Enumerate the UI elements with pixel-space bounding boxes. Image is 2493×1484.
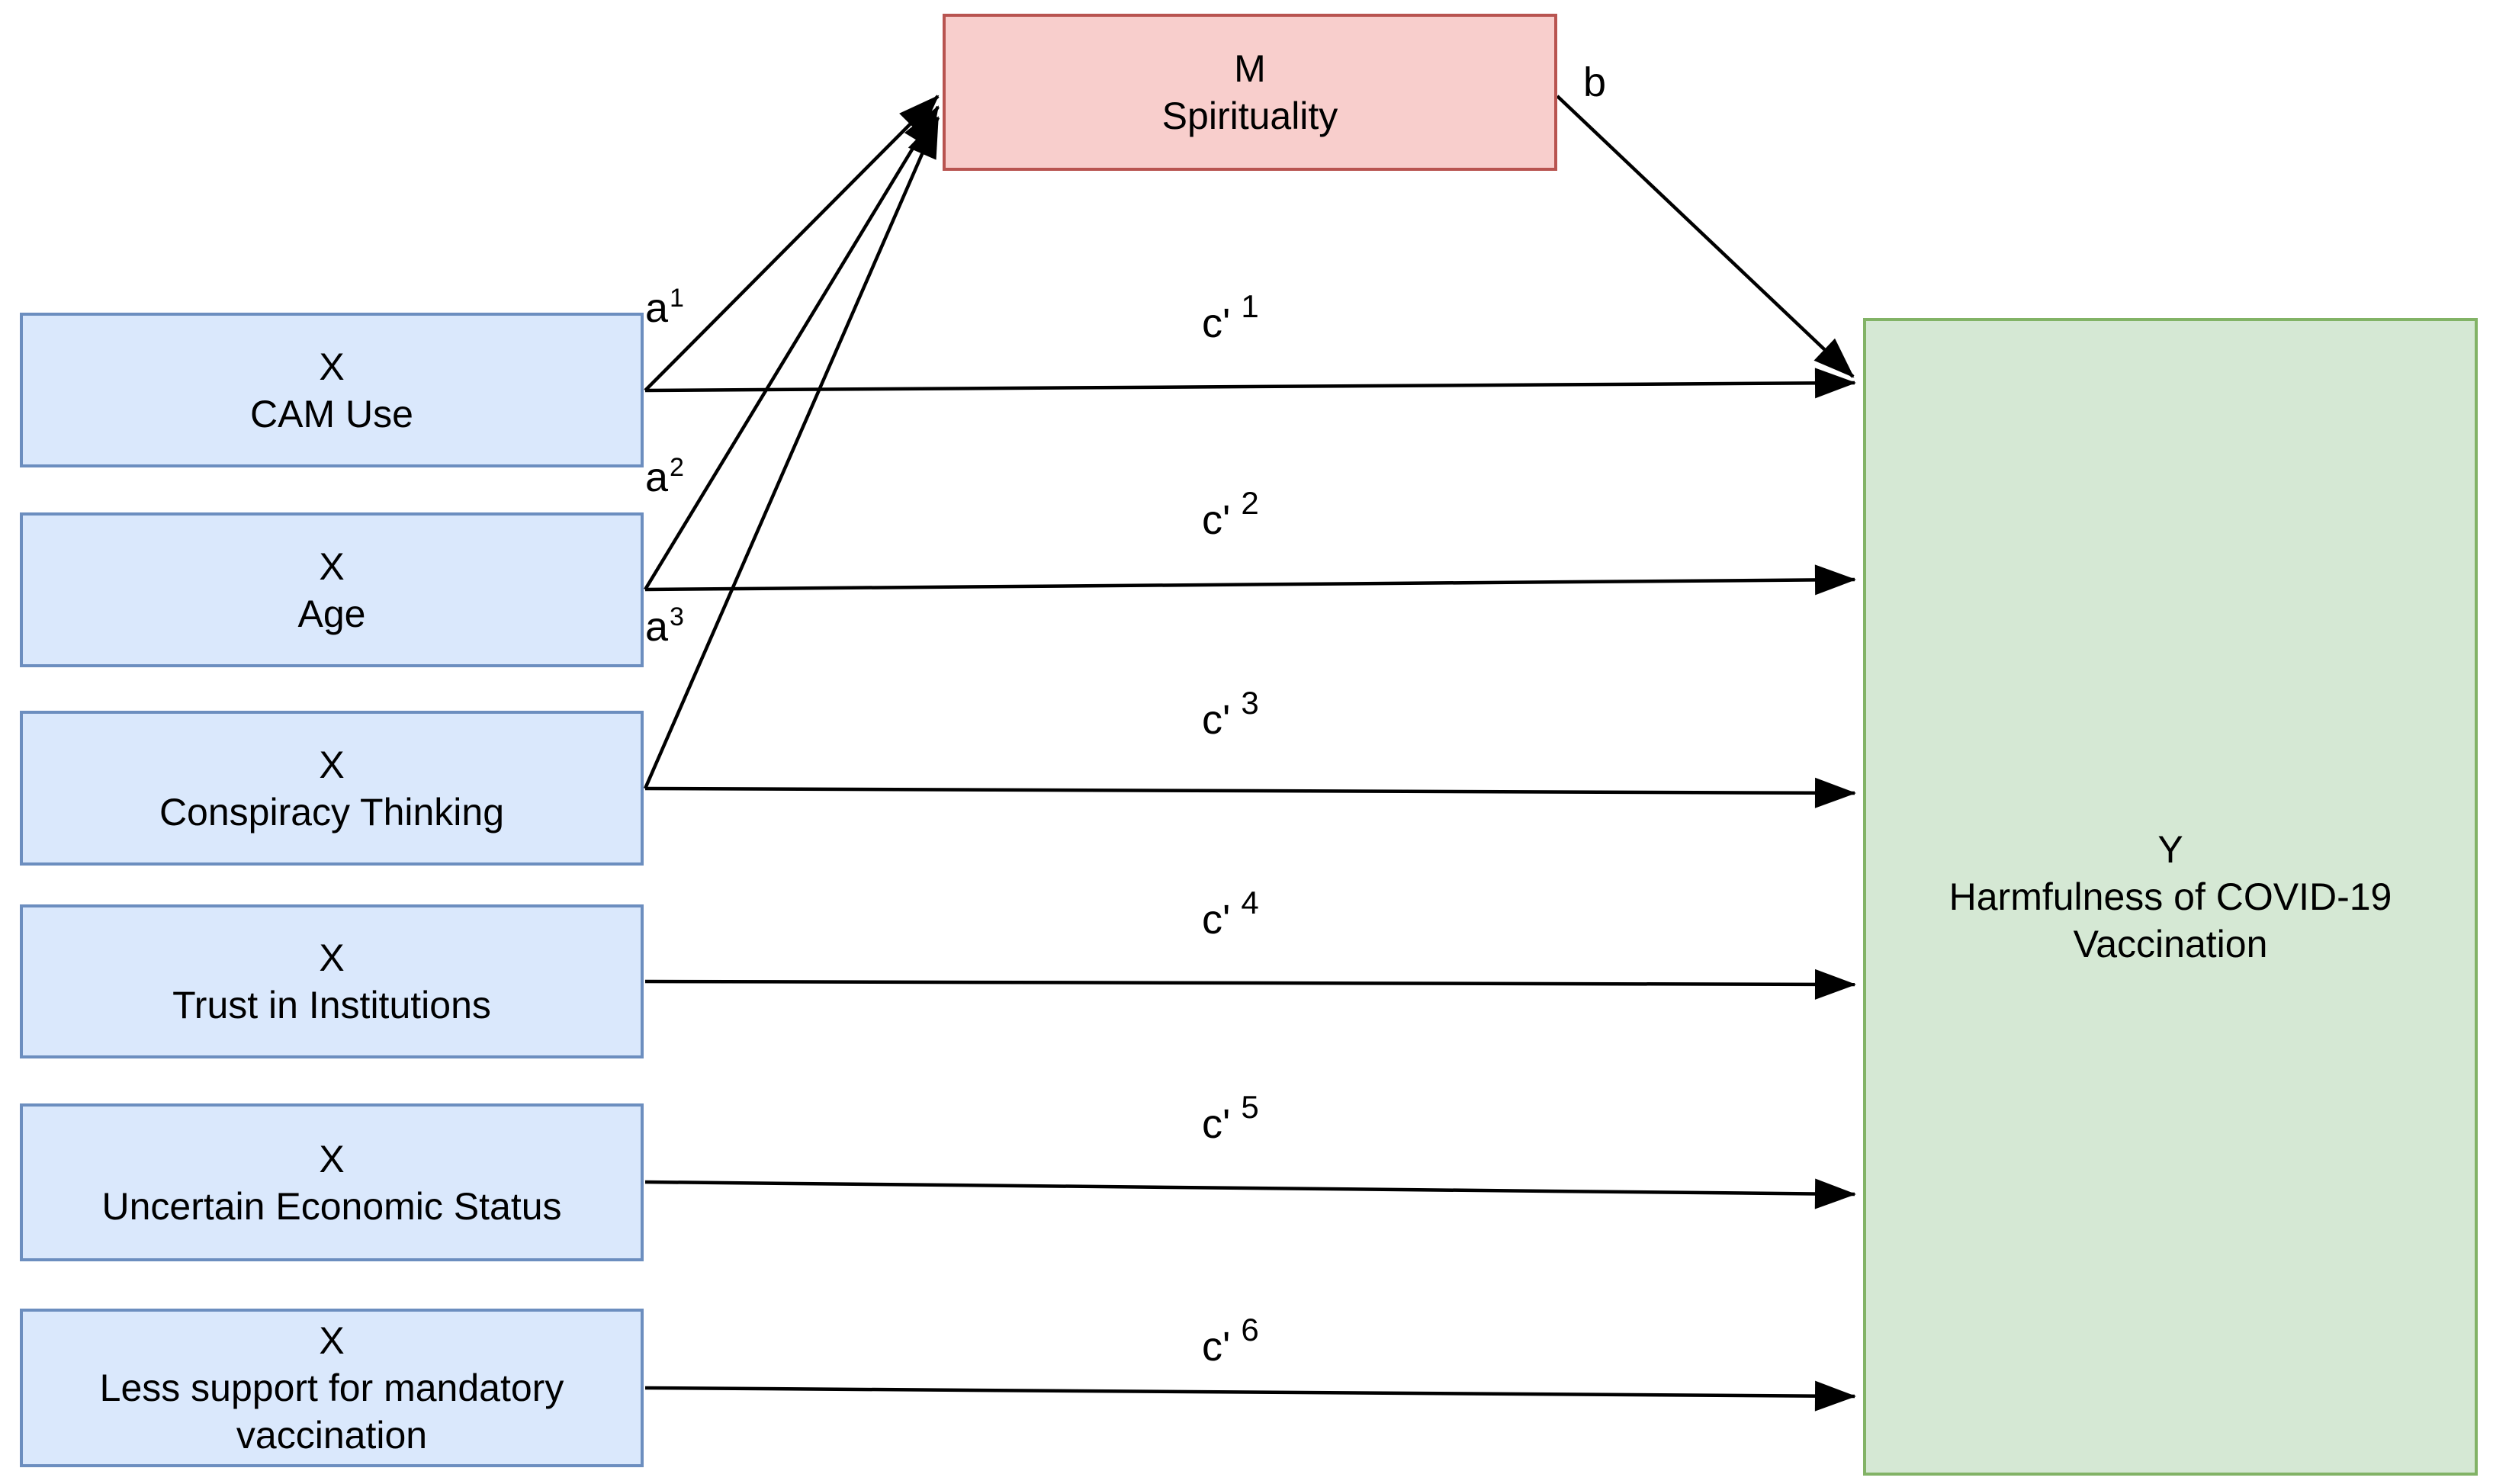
arrow-c6 bbox=[644, 1380, 1856, 1412]
node-letter: X bbox=[319, 743, 345, 786]
node-letter: X bbox=[319, 544, 345, 588]
arrow-c2 bbox=[644, 564, 1856, 596]
path-label-c1: c' 1 bbox=[1202, 288, 1259, 348]
arrow-a2 bbox=[644, 105, 940, 591]
path-label-a1: a1 bbox=[645, 284, 684, 335]
arrow-a1 bbox=[644, 95, 940, 392]
path-label-superscript: 4 bbox=[1241, 885, 1259, 920]
path-label-superscript: 1 bbox=[670, 284, 684, 313]
path-label-base: b bbox=[1583, 59, 1607, 105]
path-label-c2: c' 2 bbox=[1202, 485, 1259, 544]
node-label: Less support for mandatory bbox=[99, 1367, 564, 1409]
path-label-b: b bbox=[1583, 61, 1606, 104]
path-label-base: c' bbox=[1202, 897, 1231, 943]
node-label: Harmfulness of COVID-19 bbox=[1948, 875, 2392, 918]
node-label: Uncertain Economic Status bbox=[101, 1184, 562, 1228]
arrow-c4 bbox=[644, 968, 1856, 1000]
path-label-a3: a3 bbox=[645, 602, 684, 654]
path-label-superscript: 2 bbox=[1241, 485, 1259, 521]
node-label: Trust in Institutions bbox=[172, 984, 491, 1026]
node-x2-age: X Age bbox=[20, 512, 644, 667]
node-label-line2: Vaccination bbox=[2073, 923, 2268, 965]
path-label-c6: c' 6 bbox=[1202, 1312, 1259, 1371]
node-x6-less-support-mandatory-vaccination: X Less support for mandatory vaccination bbox=[20, 1309, 644, 1467]
path-label-base: a bbox=[645, 285, 669, 331]
node-x4-trust-in-institutions: X Trust in Institutions bbox=[20, 904, 644, 1058]
node-x3-conspiracy-thinking: X Conspiracy Thinking bbox=[20, 711, 644, 866]
path-label-base: c' bbox=[1202, 497, 1231, 543]
node-x1-cam-use: X CAM Use bbox=[20, 313, 644, 467]
arrow-c1 bbox=[644, 368, 1856, 399]
path-label-c3: c' 3 bbox=[1202, 685, 1259, 744]
arrow-c3 bbox=[644, 777, 1856, 808]
node-label: Spirituality bbox=[1161, 95, 1338, 137]
path-label-superscript: 6 bbox=[1241, 1312, 1259, 1347]
path-label-superscript: 1 bbox=[1241, 288, 1259, 324]
path-label-superscript: 3 bbox=[670, 602, 684, 631]
node-label: Age bbox=[297, 592, 366, 635]
path-label-base: a bbox=[645, 604, 669, 650]
arrow-c5 bbox=[644, 1178, 1856, 1209]
node-letter: X bbox=[319, 936, 345, 979]
node-label-line2: vaccination bbox=[236, 1414, 428, 1457]
node-letter: X bbox=[319, 345, 345, 388]
path-label-base: c' bbox=[1202, 300, 1231, 346]
path-label-a2: a2 bbox=[645, 453, 684, 504]
node-outcome-harmfulness-covid19-vaccination: Y Harmfulness of COVID-19 Vaccination bbox=[1863, 318, 2478, 1476]
node-letter: Y bbox=[2157, 828, 2183, 871]
path-label-base: c' bbox=[1202, 1324, 1231, 1370]
path-label-c4: c' 4 bbox=[1202, 885, 1259, 944]
path-label-superscript: 3 bbox=[1241, 685, 1259, 721]
node-letter: X bbox=[319, 1137, 345, 1180]
node-mediator-spirituality: M Spirituality bbox=[943, 14, 1557, 171]
path-label-base: a bbox=[645, 455, 669, 500]
path-label-superscript: 5 bbox=[1241, 1089, 1259, 1125]
node-label: CAM Use bbox=[250, 392, 413, 435]
node-label: Conspiracy Thinking bbox=[159, 790, 505, 834]
path-label-base: c' bbox=[1202, 1101, 1231, 1147]
arrow-b bbox=[1556, 95, 1855, 378]
node-x5-uncertain-economic-status: X Uncertain Economic Status bbox=[20, 1103, 644, 1261]
path-label-superscript: 2 bbox=[670, 453, 684, 482]
node-letter: X bbox=[319, 1319, 345, 1362]
path-label-base: c' bbox=[1202, 697, 1231, 743]
node-letter: M bbox=[1234, 47, 1266, 90]
path-label-c5: c' 5 bbox=[1202, 1089, 1259, 1148]
arrow-a3 bbox=[643, 116, 940, 789]
